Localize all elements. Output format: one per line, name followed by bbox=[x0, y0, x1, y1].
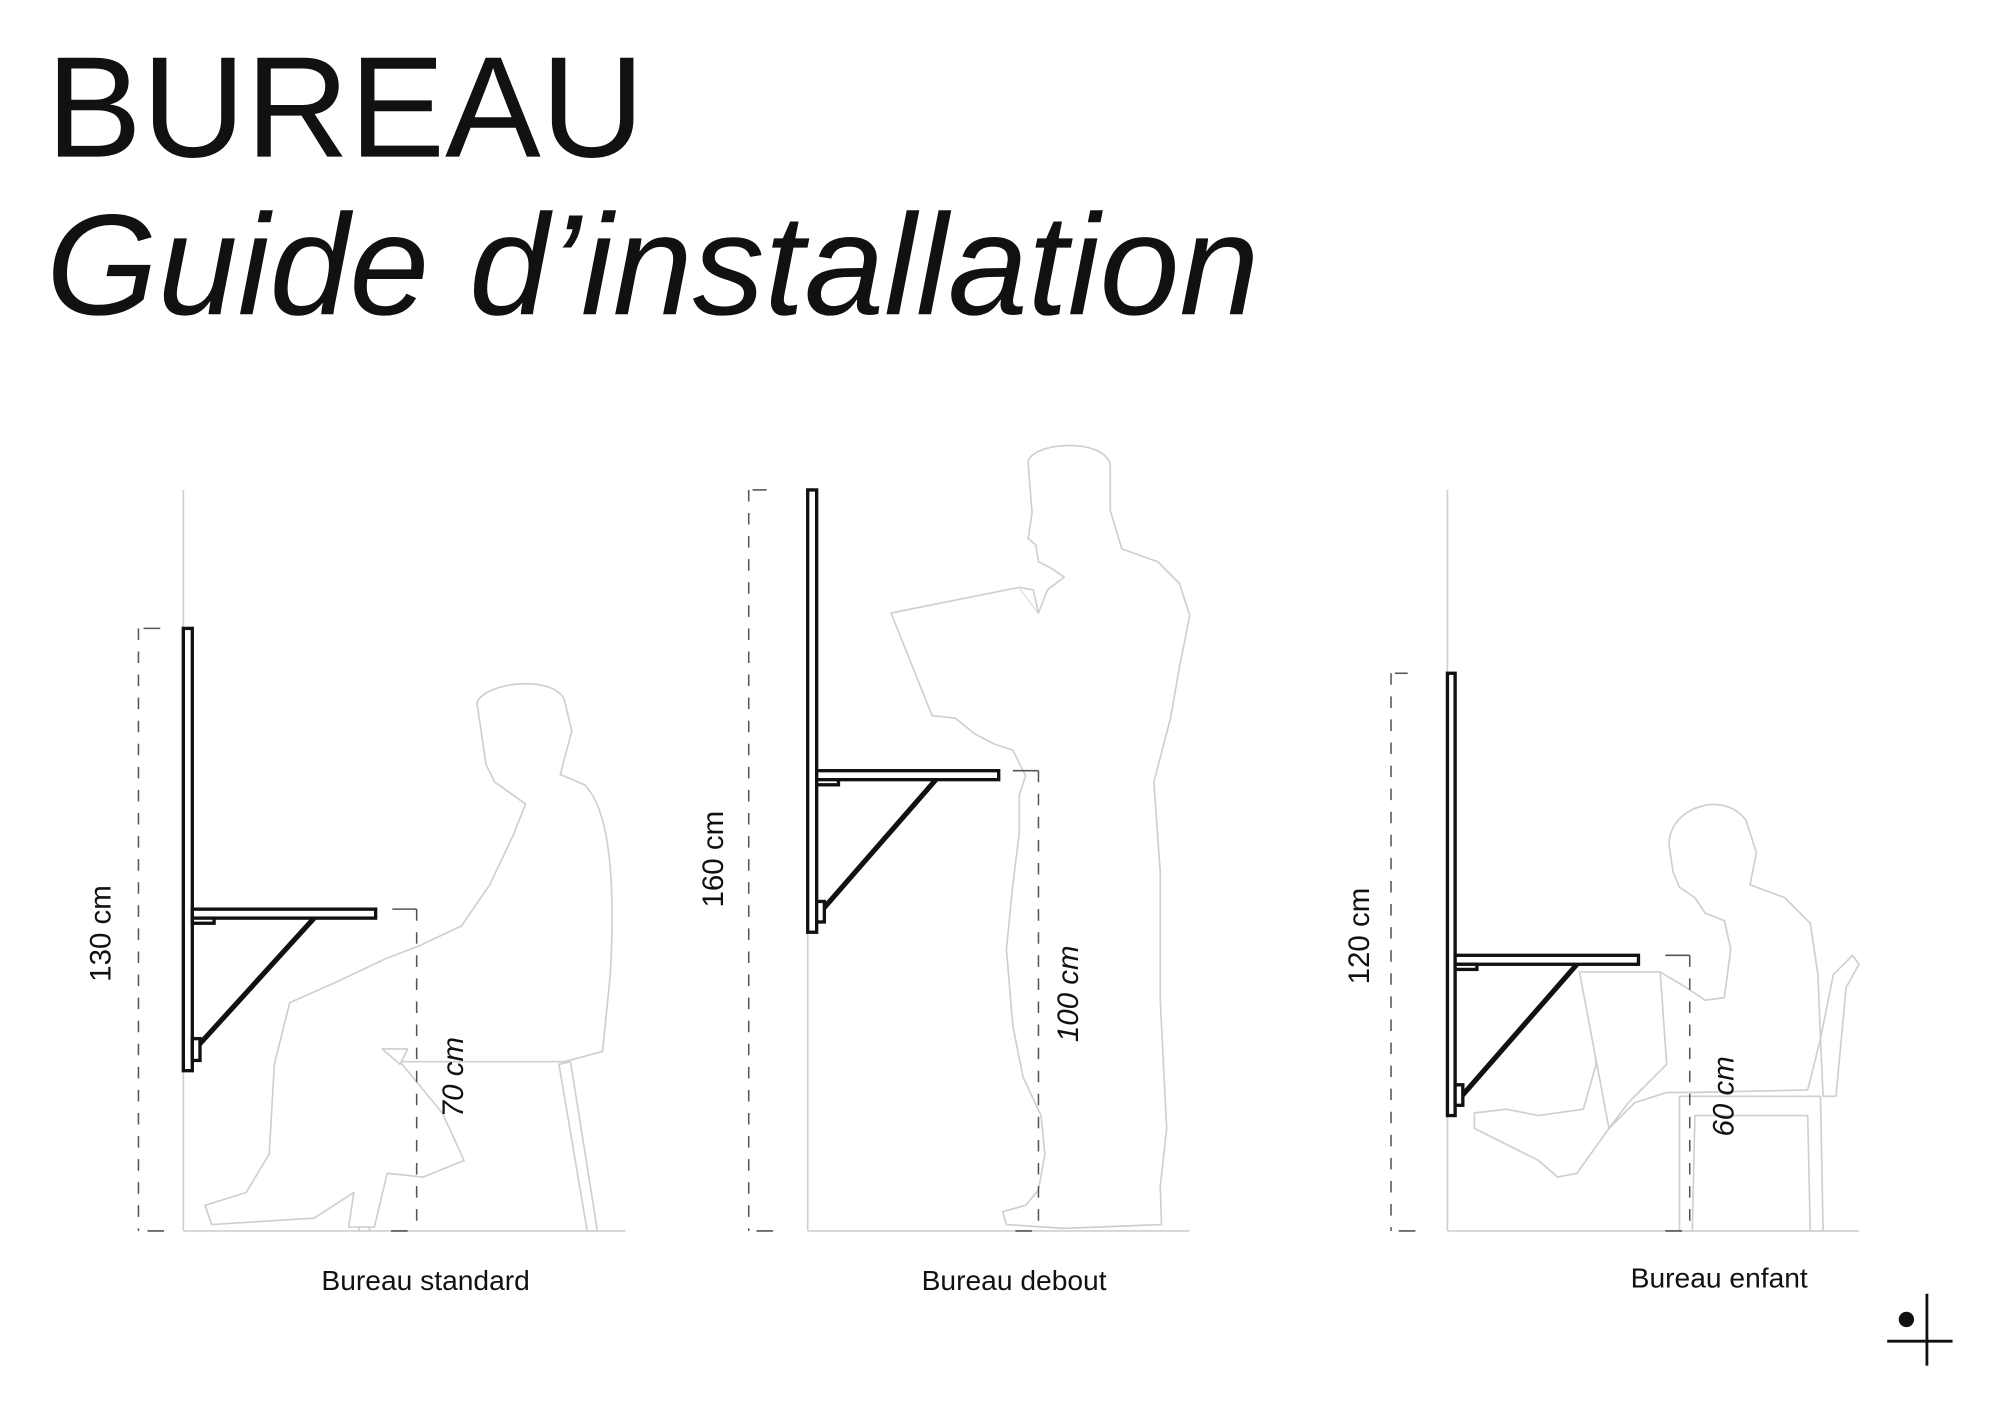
support-bracket bbox=[1459, 962, 1579, 1099]
seated-person-silhouette bbox=[204, 682, 613, 1232]
desk-height-label: 60 cm bbox=[1707, 1056, 1740, 1136]
panel-height-label: 120 cm bbox=[1343, 888, 1376, 985]
desk-top bbox=[190, 907, 378, 920]
bracket-hinge bbox=[815, 899, 827, 924]
diagram-caption: Bureau standard bbox=[321, 1264, 529, 1296]
diagram-child-desk: 120 cm 60 cm Bureau enfant bbox=[1343, 489, 1860, 1293]
desk-hinge bbox=[815, 778, 841, 787]
support-bracket bbox=[819, 777, 938, 913]
desk-hinge bbox=[1453, 962, 1479, 972]
page-subtitle: Guide d’installation bbox=[46, 185, 1259, 345]
diagram-standard-desk: 130 cm 70 cm Bureau standard bbox=[84, 489, 626, 1296]
bracket-hinge bbox=[190, 1036, 202, 1063]
diagram-caption: Bureau enfant bbox=[1631, 1261, 1808, 1293]
panel-height-label: 160 cm bbox=[697, 811, 730, 908]
wall-panel bbox=[1445, 671, 1457, 1118]
seated-child-silhouette bbox=[1473, 803, 1860, 1232]
diagram-caption: Bureau debout bbox=[922, 1264, 1107, 1296]
dot-cross-logo-icon bbox=[1887, 1293, 1953, 1366]
desk-height-label: 70 cm bbox=[437, 1037, 470, 1117]
wall-panel bbox=[806, 488, 819, 934]
desk-top bbox=[1453, 953, 1641, 966]
page-title: BUREAU bbox=[46, 28, 644, 188]
desk-top bbox=[815, 769, 1001, 782]
standing-person-silhouette bbox=[890, 444, 1191, 1230]
desk-height-label: 100 cm bbox=[1052, 945, 1085, 1042]
wall-panel bbox=[181, 626, 194, 1073]
support-bracket bbox=[196, 916, 316, 1047]
panel-height-label: 130 cm bbox=[84, 885, 117, 982]
bracket-hinge bbox=[1453, 1083, 1465, 1107]
diagram-standing-desk: 160 cm 100 cm Bureau debout bbox=[697, 444, 1191, 1296]
desk-hinge bbox=[190, 916, 216, 925]
